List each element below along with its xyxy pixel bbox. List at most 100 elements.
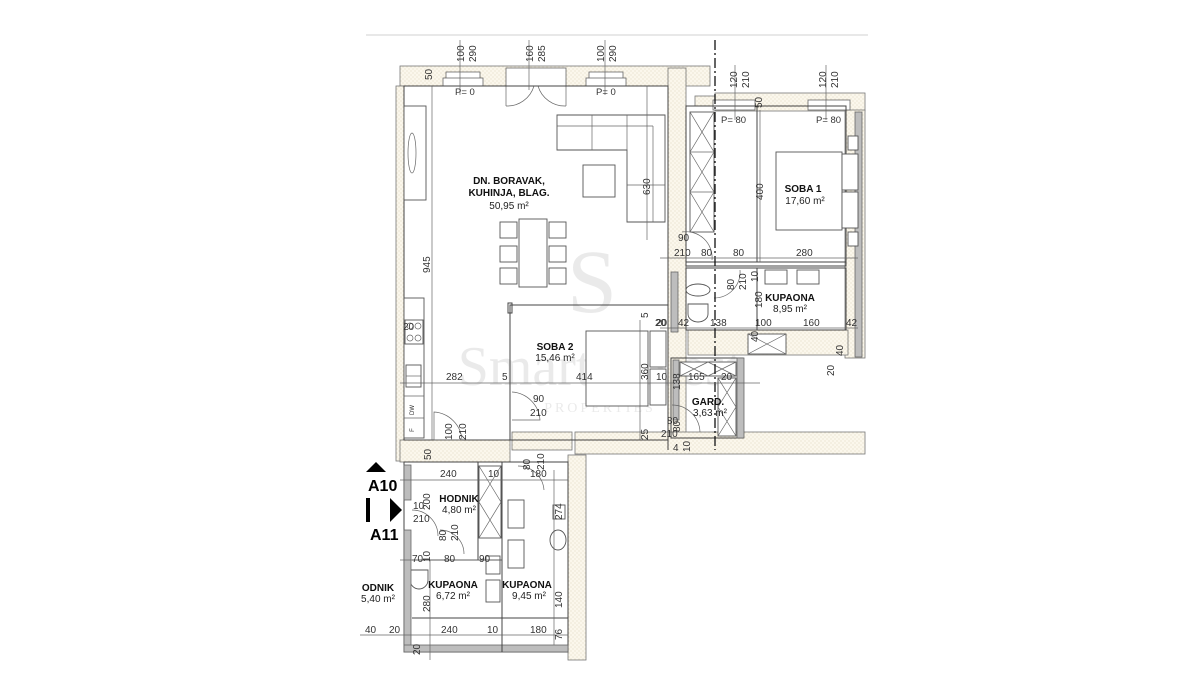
svg-text:80: 80 [672,420,683,432]
svg-text:210: 210 [674,248,691,259]
svg-text:10: 10 [682,440,693,452]
svg-text:20: 20 [389,625,401,636]
room-labels: DN. BORAVAK, KUHINJA, BLAG. 50,95 m² SOB… [361,176,825,605]
svg-text:80: 80 [522,458,533,470]
room-living: DN. BORAVAK, KUHINJA, BLAG. 50,95 m² [468,176,549,212]
svg-text:210: 210 [741,71,752,88]
svg-text:50: 50 [424,68,435,80]
room-hodnik: HODNIK 4,80 m² [439,494,479,516]
svg-text:210: 210 [661,429,678,440]
svg-text:165: 165 [688,372,705,383]
svg-text:10: 10 [487,625,499,636]
svg-text:10: 10 [750,270,761,282]
svg-text:180: 180 [530,625,547,636]
svg-text:6,72 m²: 6,72 m² [436,591,471,602]
svg-text:280: 280 [796,248,813,259]
svg-text:GARD.: GARD. [692,397,724,408]
svg-text:290: 290 [608,45,619,62]
svg-text:5: 5 [502,372,508,383]
svg-text:160: 160 [525,45,536,62]
svg-text:80: 80 [701,248,713,259]
svg-text:285: 285 [537,45,548,62]
living-furniture: DW F [403,105,666,439]
svg-text:945: 945 [422,256,433,273]
svg-text:70: 70 [412,554,424,565]
beds [585,135,859,407]
svg-text:4,80 m²: 4,80 m² [442,505,477,516]
svg-text:8,95 m²: 8,95 m² [773,304,808,315]
svg-text:50,95 m²: 50,95 m² [489,201,529,212]
svg-text:90: 90 [533,394,545,405]
wardrobes [478,111,787,539]
svg-text:360: 360 [640,363,651,380]
svg-text:40: 40 [750,330,761,342]
svg-text:10: 10 [413,501,425,512]
room-soba-1: SOBA 1 17,60 m² [785,184,826,207]
window-sill-height: P= 80 [816,115,841,126]
svg-text:210: 210 [413,514,430,525]
svg-text:10: 10 [488,469,500,480]
balcony-door [505,85,567,107]
svg-text:80: 80 [733,248,745,259]
dishwasher-label: DW [410,405,416,415]
svg-text:KUPAONA: KUPAONA [428,580,478,591]
window-sill-height: P= 0 [596,87,616,98]
section-arrow-up-icon [366,462,386,472]
svg-text:180: 180 [530,469,547,480]
svg-text:ODNIK: ODNIK [362,583,395,594]
room-kupaona-1: KUPAONA 8,95 m² [765,293,815,315]
svg-text:80: 80 [726,278,737,290]
dimension-labels: 50 50 630 945 400 90 210 80 80 280 80 21… [365,68,858,655]
svg-text:42: 42 [846,318,858,329]
svg-text:240: 240 [440,469,457,480]
svg-text:50: 50 [423,448,434,460]
window-labels: 100 290 P= 0 160 285 100 290 P= 0 120 21… [455,45,841,126]
svg-text:40: 40 [835,344,846,356]
room-kupaona-2: KUPAONA 6,72 m² [428,580,478,602]
svg-text:HODNIK: HODNIK [439,494,479,505]
svg-text:S: S [567,233,617,332]
section-markers: A10 A11 [366,462,402,544]
svg-text:100: 100 [444,423,455,440]
svg-text:274: 274 [554,503,565,520]
svg-text:120: 120 [818,71,829,88]
svg-text:5: 5 [640,312,651,318]
svg-text:20: 20 [412,643,423,655]
svg-text:90: 90 [479,554,491,565]
room-kupaona-3: KUPAONA 9,45 m² [502,580,552,602]
svg-text:210: 210 [458,423,469,440]
section-label-a11: A11 [370,527,399,544]
room-gard: GARD. 3,63 m² [692,397,728,419]
svg-text:10: 10 [422,550,433,562]
svg-text:17,60 m²: 17,60 m² [785,196,825,207]
svg-text:138: 138 [710,318,727,329]
room-soba-2: SOBA 2 15,46 m² [535,342,575,364]
section-label-a10: A10 [368,478,397,495]
svg-text:76: 76 [554,628,565,640]
svg-text:180: 180 [754,291,765,308]
svg-text:20: 20 [655,318,667,329]
svg-text:10: 10 [656,372,668,383]
svg-text:KUHINJA, BLAG.: KUHINJA, BLAG. [468,188,549,199]
svg-text:40: 40 [365,625,377,636]
svg-text:160: 160 [803,318,820,329]
svg-text:210: 210 [530,408,547,419]
svg-text:210: 210 [830,71,841,88]
svg-text:210: 210 [738,273,749,290]
svg-text:210: 210 [536,453,547,470]
lower-walls [403,461,569,660]
svg-text:25: 25 [640,428,651,440]
section-arrow-right-icon [390,498,402,522]
svg-text:138: 138 [672,373,683,390]
window-sill-height: P= 80 [721,115,746,126]
svg-text:20: 20 [826,364,837,376]
svg-text:100: 100 [755,318,772,329]
room-hodnik-2: ODNIK 5,40 m² [361,583,396,605]
window-sill-height: P= 0 [455,87,475,98]
door-swings [411,231,741,555]
svg-text:20: 20 [403,322,415,333]
svg-text:280: 280 [422,595,433,612]
svg-text:400: 400 [755,183,766,200]
svg-text:630: 630 [642,178,653,195]
